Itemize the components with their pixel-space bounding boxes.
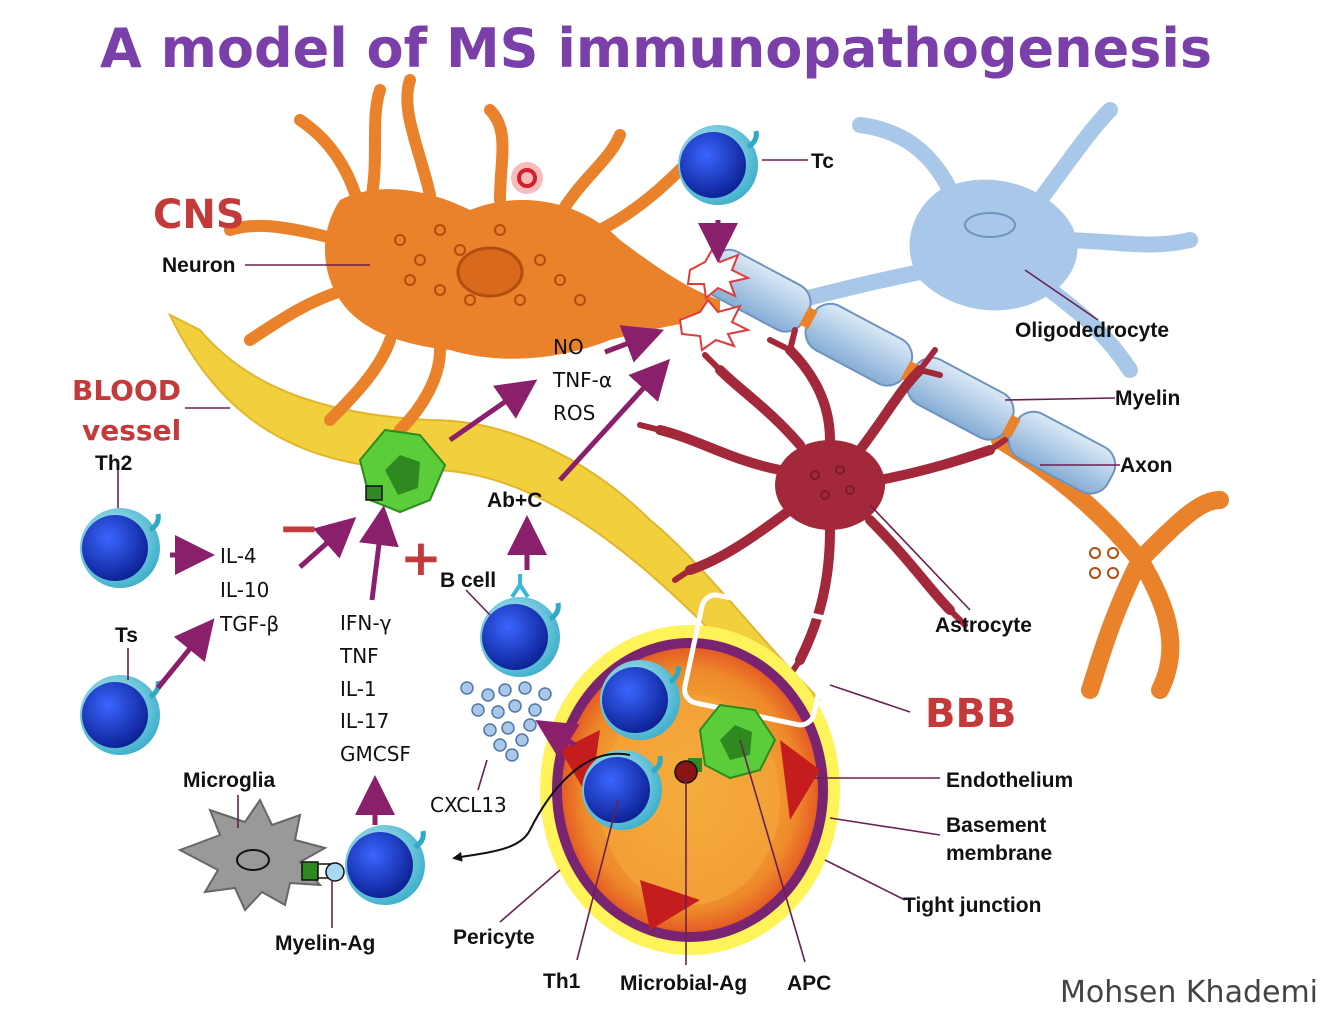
svg-text:IL-1: IL-1 [340, 677, 377, 701]
apc-label: APC [787, 972, 831, 995]
svg-text:IFN-γ: IFN-γ [340, 611, 392, 635]
tight-junction-label: Tight junction [903, 894, 1041, 917]
ts-cell-icon [80, 675, 160, 755]
svg-text:IL-4: IL-4 [220, 544, 257, 568]
neuron-icon [224, 74, 720, 436]
basement-label-2: membrane [946, 842, 1052, 865]
svg-text:GMCSF: GMCSF [340, 742, 411, 766]
svg-text:TGF-β: TGF-β [219, 612, 279, 636]
cxcl13-label: CXCL13 [430, 793, 507, 817]
tc-label: Tc [811, 150, 834, 173]
apc-icon [358, 428, 447, 514]
svg-text:NO: NO [553, 335, 584, 359]
cxcl13-particles-icon [460, 681, 552, 762]
svg-text:TNF-α: TNF-α [552, 368, 612, 392]
page-title: A model of MS immunopathogenesis [100, 17, 1212, 80]
th1-cell-icon [582, 750, 662, 830]
th1-label: Th1 [543, 970, 581, 993]
svg-text:ROS: ROS [553, 401, 595, 425]
blood-vessel-label-1: BLOOD [72, 374, 181, 407]
inhibition-sign: − [278, 499, 320, 557]
svg-text:IL-17: IL-17 [340, 709, 389, 733]
myelin-ag-label: Myelin-Ag [275, 932, 375, 955]
pro-inflammatory-list: IFN-γ TNF IL-1 IL-17 GMCSF [339, 611, 411, 766]
axon-label: Axon [1120, 454, 1173, 477]
author-credit: Mohsen Khademi [1060, 975, 1318, 1010]
th2-label: Th2 [95, 452, 132, 475]
activation-sign: + [400, 529, 442, 587]
b-cell-receptor-icon [510, 574, 530, 599]
tc-cell-icon [678, 125, 758, 205]
toxic-molecules-list: NO TNF-α ROS [552, 335, 612, 425]
bbb-label: BBB [925, 691, 1016, 737]
th2-cell-icon [80, 508, 160, 588]
endothelium-label: Endothelium [946, 769, 1073, 792]
microglia-label: Microglia [183, 769, 276, 792]
svg-text:IL-10: IL-10 [220, 578, 269, 602]
b-cell-icon [480, 597, 560, 677]
astrocyte-label: Astrocyte [935, 614, 1032, 637]
pathway-arrows [156, 220, 738, 862]
microbial-ag-label: Microbial-Ag [620, 972, 747, 995]
oligodendrocyte-label: Oligodedrocyte [1015, 319, 1169, 342]
cns-label: CNS [153, 192, 245, 238]
vessel-tcell-icon [600, 660, 680, 740]
neuron-label: Neuron [162, 254, 236, 277]
label-leader-lines [117, 159, 1120, 965]
myelin-label: Myelin [1115, 387, 1180, 410]
microglia-tcell-icon [345, 825, 425, 905]
b-cell-label: B cell [440, 569, 496, 592]
anti-inflammatory-list: IL-4 IL-10 TGF-β [219, 544, 279, 636]
axon-icon [703, 248, 1229, 699]
svg-text:TNF: TNF [339, 644, 379, 668]
astrocyte-icon [637, 327, 1008, 678]
pericyte-label: Pericyte [453, 926, 535, 949]
ab-c-label: Ab+C [487, 489, 542, 512]
ts-label: Ts [115, 624, 138, 647]
basement-label-1: Basement [946, 814, 1046, 837]
microglia-icon [177, 798, 345, 912]
blood-vessel-label-2: vessel [82, 414, 181, 447]
